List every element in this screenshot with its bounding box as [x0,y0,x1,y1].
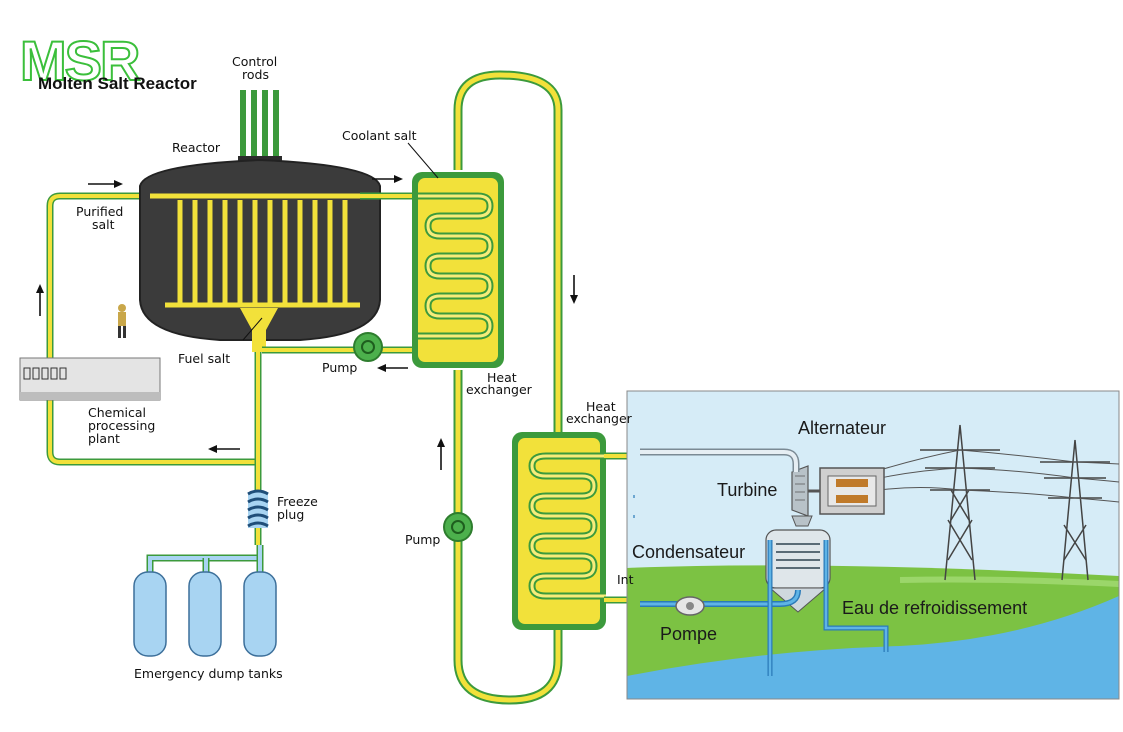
freeze-plug [247,489,269,528]
arrow-left-bottom [208,445,240,453]
power-plant-panel [626,390,1120,700]
heat-exchanger-upper [412,172,504,368]
arrow-left-pump [377,364,408,372]
label-pump-lower: Pump [405,532,440,547]
label-pompe: Pompe [660,624,717,644]
label-purified-salt-line1: Purified [76,204,123,219]
label-emergency-dump-tanks: Emergency dump tanks [134,666,283,681]
logo-abbrev: MSR [20,29,140,92]
coolant-salt-callout [407,142,439,179]
arrow-right-hx1 [372,175,403,183]
label-freeze-plug-line1: Freeze [277,494,318,509]
label-control-rods-line1: Control [232,54,277,69]
person-figure [118,304,126,338]
logo-subtitle: Molten Salt Reactor [38,74,197,93]
label-reactor: Reactor [172,140,221,155]
arrow-right-top [88,180,123,188]
pump-upper [353,332,383,362]
label-eau-refroidissement: Eau de refroidissement [842,598,1027,618]
msr-logo: MSR Molten Salt Reactor [19,28,197,93]
label-fuel-salt: Fuel salt [178,351,230,366]
power-lines [879,449,1120,503]
arrow-down-coolant [570,275,578,304]
label-pump-upper: Pump [322,360,357,375]
label-heat-exchanger-lower-line1: Heat [586,399,616,414]
emergency-dump-tanks [133,571,277,657]
heat-exchanger-lower [512,432,606,630]
fuel-loop-pipes [46,192,264,580]
condenser [765,515,831,613]
label-chemical-line1: Chemical [88,405,146,420]
coolant-loop [453,70,563,705]
label-coolant-salt: Coolant salt [342,128,417,143]
flow-arrows [36,175,578,470]
fuel-salt-callout [242,317,263,341]
label-turbine: Turbine [717,480,777,500]
label-freeze-plug-line2: plug [277,507,304,522]
pompe-valve [675,596,705,616]
label-alternateur: Alternateur [798,418,886,438]
label-heat-exchanger-upper-line2: exchanger [466,382,533,397]
label-condensateur: Condensateur [632,542,745,562]
arrow-up-coolant [437,438,445,470]
alternator [808,467,885,515]
pump-lower [443,512,473,542]
turbine [791,465,809,517]
label-purified-salt-line2: salt [92,217,115,232]
label-int-fragment: Int [617,572,634,587]
chemical-processing-plant [19,357,161,401]
labels: Control rods Reactor Coolant salt Purifi… [76,54,1027,681]
label-heat-exchanger-upper-line1: Heat [487,370,517,385]
label-heat-exchanger-lower-line2: exchanger [566,411,633,426]
arrow-up-left [36,284,44,316]
label-control-rods-line2: rods [242,67,269,82]
label-chemical-line2: processing [88,418,155,433]
reactor-vessel [139,90,381,352]
control-rods [238,90,282,164]
label-chemical-line3: plant [88,431,120,446]
